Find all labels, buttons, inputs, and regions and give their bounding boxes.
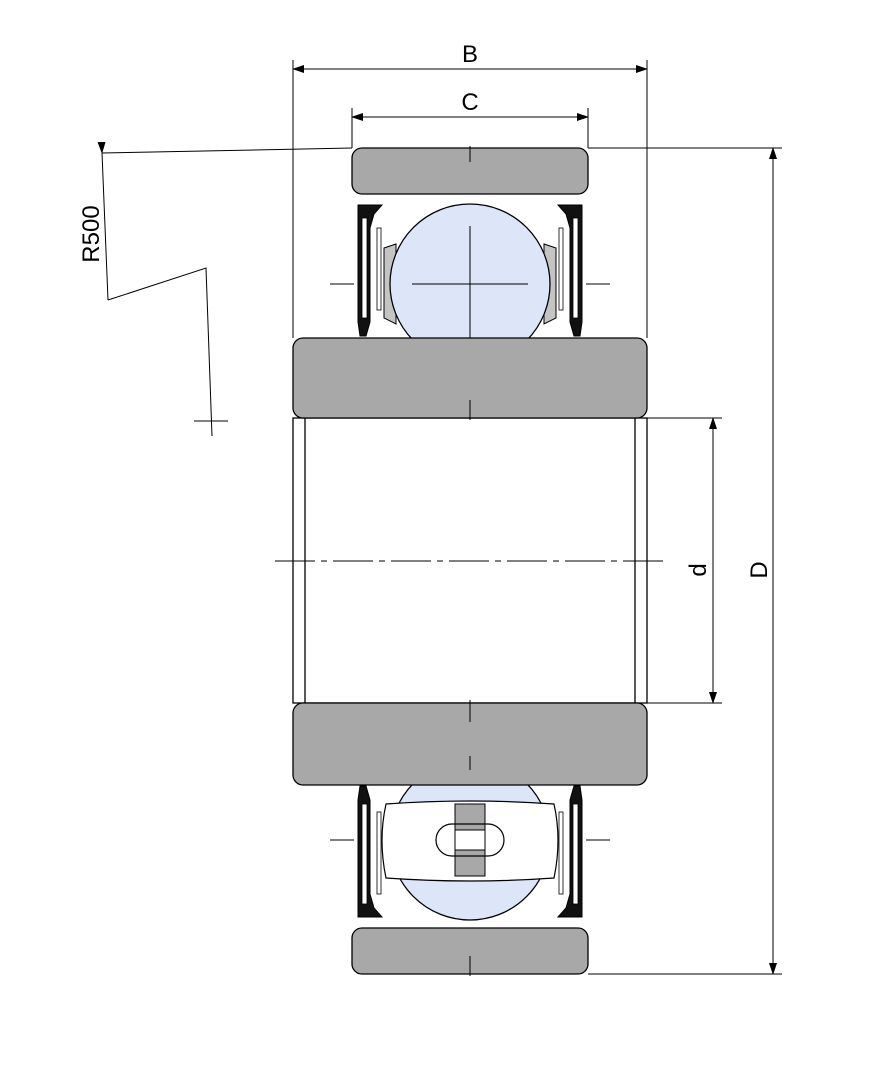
center-lines (275, 146, 665, 976)
dimension-d-bore: d (647, 417, 722, 704)
label-d-bore: d (685, 563, 712, 576)
ball-bottom-group (381, 759, 559, 921)
label-c: C (461, 89, 478, 116)
outer-ring (351, 147, 589, 975)
seal-gaps (376, 227, 564, 895)
dimension-c: C (351, 89, 589, 148)
dimension-b: B (292, 41, 648, 338)
label-d-outer: D (746, 561, 773, 578)
radius-indicator: R500 (78, 141, 353, 437)
seal-inserts (361, 217, 579, 905)
label-radius: R500 (78, 205, 105, 262)
dimension-d-outer: D (588, 147, 782, 975)
label-b: B (462, 41, 478, 68)
